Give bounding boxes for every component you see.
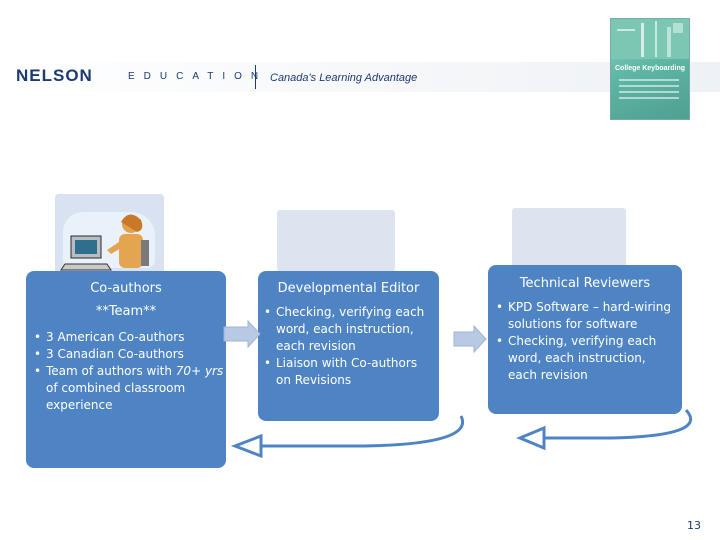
education-wordmark: EDUCATION xyxy=(128,71,268,82)
book-title: College Keyboarding xyxy=(615,65,686,72)
placeholder-card-editor xyxy=(277,210,395,272)
list-item: KPD Software – hard-wiring solutions for… xyxy=(494,299,676,333)
list-item: 3 American Co-authors xyxy=(32,329,226,346)
reviewers-title: Technical Reviewers xyxy=(519,276,651,291)
feedback-arrow-icon xyxy=(516,408,693,451)
list-item: Team of authors with 70+ yrs of combined… xyxy=(32,363,226,414)
editor-title: Developmental Editor xyxy=(277,281,420,296)
coauthors-title: Co-authors xyxy=(90,281,162,296)
book-text-lines xyxy=(619,79,679,103)
right-arrow-icon xyxy=(223,319,261,349)
slide-number: 13 xyxy=(687,519,701,532)
bullet-text-pre: Team of authors with xyxy=(46,364,176,378)
right-arrow-icon xyxy=(453,324,487,354)
bullet-text-yrs: yrs xyxy=(204,364,224,378)
coauthors-box: Co-authors **Team** 3 American Co-author… xyxy=(26,271,226,468)
list-item: 3 Canadian Co-authors xyxy=(32,346,226,363)
developmental-editor-box: Developmental Editor Checking, verifying… xyxy=(258,271,439,421)
book-cover-image: College Keyboarding xyxy=(610,18,690,120)
bullet-text-years: 70+ xyxy=(175,364,202,378)
coauthors-subtitle: **Team** xyxy=(95,304,157,319)
nelson-logo: NELSON xyxy=(16,66,93,85)
bullet-text-post: of combined classroom experience xyxy=(46,381,186,412)
list-item: Liaison with Co-authors on Revisions xyxy=(262,355,433,389)
list-item: Checking, verifying each word, each inst… xyxy=(494,333,676,384)
feedback-arrow-icon xyxy=(230,415,464,459)
tagline: Canada's Learning Advantage xyxy=(270,72,418,84)
header-divider xyxy=(255,65,256,89)
header-band xyxy=(0,62,720,92)
technical-reviewers-box: Technical Reviewers KPD Software – hard-… xyxy=(488,265,682,414)
clipart-card xyxy=(55,194,164,280)
coauthors-list: 3 American Co-authors 3 Canadian Co-auth… xyxy=(26,329,226,414)
book-pattern-icon xyxy=(611,19,689,59)
computer-user-icon xyxy=(60,214,149,271)
list-item: Checking, verifying each word, each inst… xyxy=(262,304,433,355)
placeholder-card-reviewers xyxy=(512,208,626,268)
reviewers-list: KPD Software – hard-wiring solutions for… xyxy=(488,299,682,384)
editor-list: Checking, verifying each word, each inst… xyxy=(258,304,439,389)
